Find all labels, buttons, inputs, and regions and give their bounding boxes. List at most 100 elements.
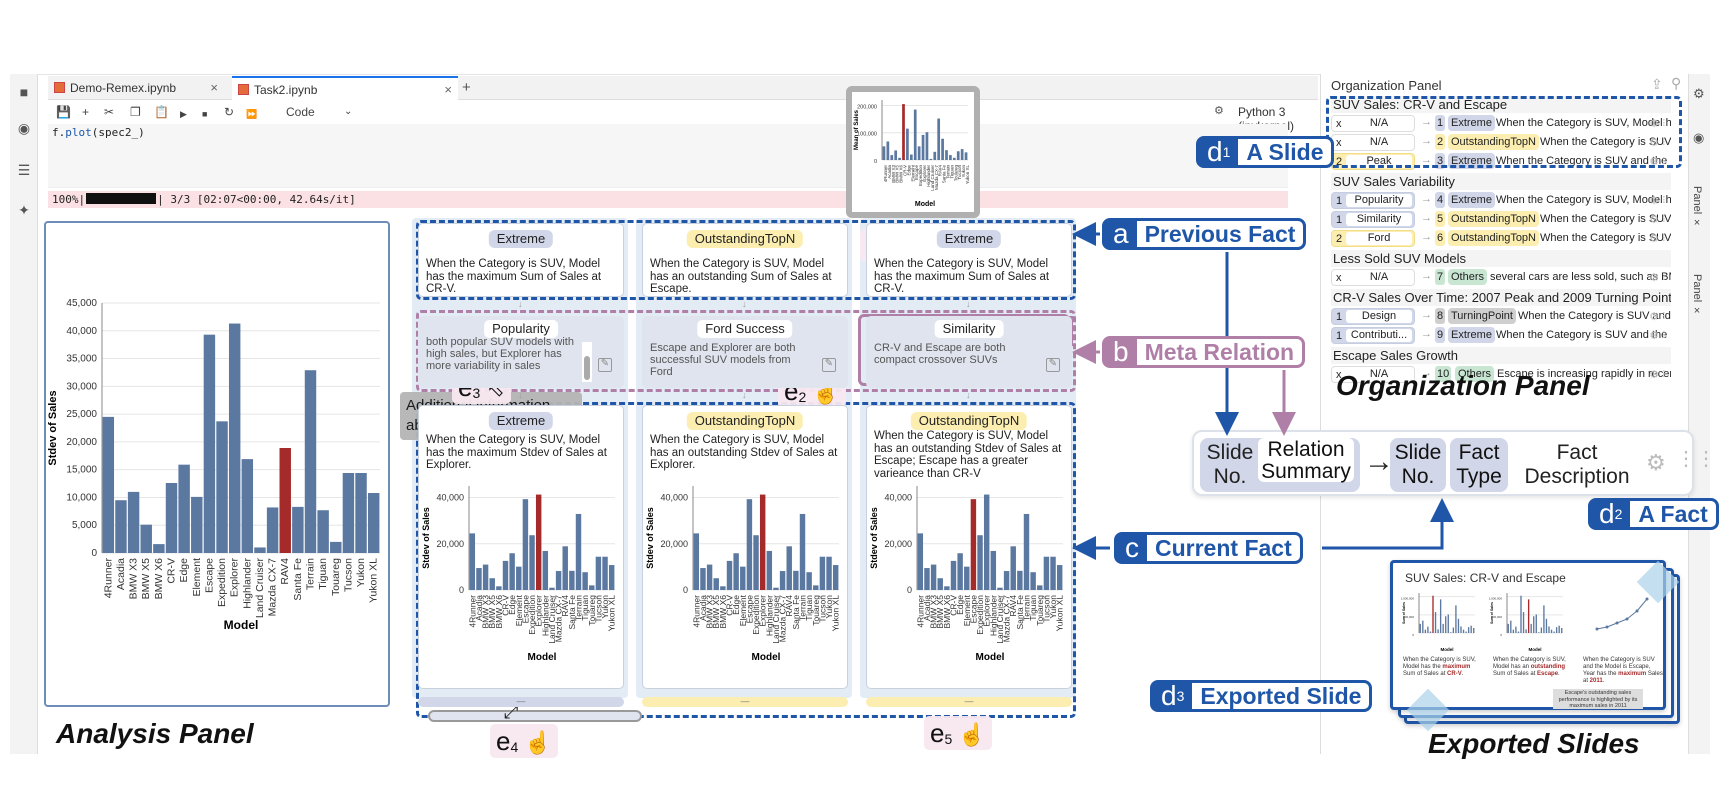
- fact-collapse-bar[interactable]: —: [866, 697, 1072, 707]
- tab-demo-remex[interactable]: Demo-Remex.ipynb ×: [48, 76, 224, 100]
- relation-title[interactable]: Popularity: [484, 320, 558, 338]
- save-icon[interactable]: 💾: [56, 105, 71, 119]
- extension-icon[interactable]: ✦: [18, 202, 30, 218]
- debugger-icon[interactable]: ◉: [1693, 130, 1705, 145]
- relation-summary[interactable]: Popularity: [1346, 194, 1412, 207]
- edit-icon[interactable]: ✎: [1046, 358, 1060, 372]
- close-icon[interactable]: ×: [444, 82, 452, 97]
- relation-summary[interactable]: Peak: [1346, 155, 1412, 168]
- code-cell[interactable]: f.plot(spec2_): [48, 124, 1288, 188]
- gear-icon[interactable]: ⚙: [1649, 330, 1659, 342]
- relation-description[interactable]: CR-V and Escape are both compact crossov…: [874, 342, 1006, 366]
- drag-handle-icon[interactable]: ⠇: [1661, 196, 1669, 207]
- slide-title[interactable]: Less Sold SUV Models: [1331, 250, 1671, 267]
- drag-handle-icon[interactable]: ⠇: [1661, 331, 1669, 342]
- chevron-down-icon[interactable]: ⌄: [344, 106, 353, 117]
- drag-handle-icon[interactable]: ⠇: [1661, 273, 1669, 284]
- resize-handle[interactable]: [428, 710, 642, 722]
- run-icon[interactable]: ▶: [180, 109, 187, 119]
- tab-task2[interactable]: Task2.ipynb ×: [232, 76, 458, 100]
- settings-icon[interactable]: ⚙: [1693, 86, 1705, 101]
- copy-icon[interactable]: ❐: [130, 105, 141, 119]
- edit-icon[interactable]: ✎: [598, 358, 612, 372]
- slide-title[interactable]: CR-V Sales Over Time: 2007 Peak and 2009…: [1331, 289, 1671, 306]
- stop-icon[interactable]: ■: [202, 109, 208, 119]
- relation-summary[interactable]: Similarity: [1346, 213, 1412, 226]
- relation-title[interactable]: Ford Success: [697, 320, 793, 338]
- cell-type-select[interactable]: Code: [286, 105, 315, 119]
- slide-title[interactable]: Escape Sales Growth: [1331, 347, 1671, 364]
- gear-icon[interactable]: ⚙: [1649, 272, 1659, 284]
- edit-icon[interactable]: ✎: [822, 358, 836, 372]
- gear-icon[interactable]: ⚙: [1649, 137, 1659, 149]
- relation-summary[interactable]: Design: [1346, 310, 1412, 323]
- relation-title[interactable]: Similarity: [934, 320, 1004, 338]
- toc-icon[interactable]: ☰: [17, 162, 31, 178]
- relation-summary[interactable]: N/A: [1346, 136, 1412, 149]
- right-tab-panel[interactable]: Panel ×: [1691, 186, 1703, 230]
- fast-forward-icon[interactable]: ⏩: [246, 109, 258, 119]
- paste-icon[interactable]: 📋: [154, 105, 169, 119]
- relation-summary[interactable]: Ford: [1346, 232, 1412, 245]
- add-cell-icon[interactable]: +: [82, 105, 90, 119]
- cut-icon[interactable]: ✂: [104, 105, 115, 119]
- relation-summary[interactable]: N/A: [1346, 117, 1412, 130]
- gear-icon[interactable]: ⚙: [1649, 311, 1659, 323]
- right-tab-panel[interactable]: Panel ×: [1691, 274, 1703, 318]
- gear-icon[interactable]: ⚙: [1649, 214, 1659, 226]
- slide-title[interactable]: SUV Sales: CR-V and Escape: [1331, 96, 1671, 113]
- fact-collapse-bar[interactable]: —: [418, 697, 624, 707]
- gear-icon[interactable]: ⚙: [1649, 156, 1659, 168]
- running-icon[interactable]: ◉: [17, 120, 31, 136]
- drag-handle-icon[interactable]: ⠇: [1661, 215, 1669, 226]
- relation-description[interactable]: Escape and Explorer are both successful …: [650, 342, 796, 378]
- close-icon[interactable]: ×: [210, 80, 218, 95]
- search-icon[interactable]: ⚲: [1671, 75, 1682, 91]
- drag-handle-icon[interactable]: ⠇: [1661, 119, 1669, 130]
- slide-title[interactable]: SUV Sales Variability: [1331, 173, 1671, 190]
- relation-summary[interactable]: N/A: [1346, 368, 1412, 381]
- relation-summary[interactable]: N/A: [1346, 271, 1412, 284]
- gear-icon[interactable]: ⚙: [1649, 118, 1659, 130]
- restart-icon[interactable]: ↻: [224, 105, 235, 119]
- relation-description[interactable]: both popular SUV models with high sales,…: [426, 336, 574, 372]
- export-icon[interactable]: ⇪: [1651, 76, 1663, 92]
- relation-summary[interactable]: Contributi...: [1346, 329, 1412, 342]
- drag-handle-icon[interactable]: ⠇: [1661, 312, 1669, 323]
- bug-icon[interactable]: ⚙: [1214, 105, 1224, 117]
- drag-handle-icon[interactable]: ⠇: [1661, 234, 1669, 245]
- new-tab-button[interactable]: +: [462, 79, 471, 96]
- gear-icon[interactable]: ⚙: [1649, 233, 1659, 245]
- folder-icon[interactable]: ■: [19, 84, 29, 100]
- fact-collapse-bar[interactable]: —: [642, 697, 848, 707]
- gear-icon[interactable]: ⚙: [1649, 369, 1659, 381]
- drag-handle-icon[interactable]: ⠇: [1661, 370, 1669, 381]
- gear-icon[interactable]: ⚙: [1649, 195, 1659, 207]
- relation-scrollbar[interactable]: [582, 342, 592, 382]
